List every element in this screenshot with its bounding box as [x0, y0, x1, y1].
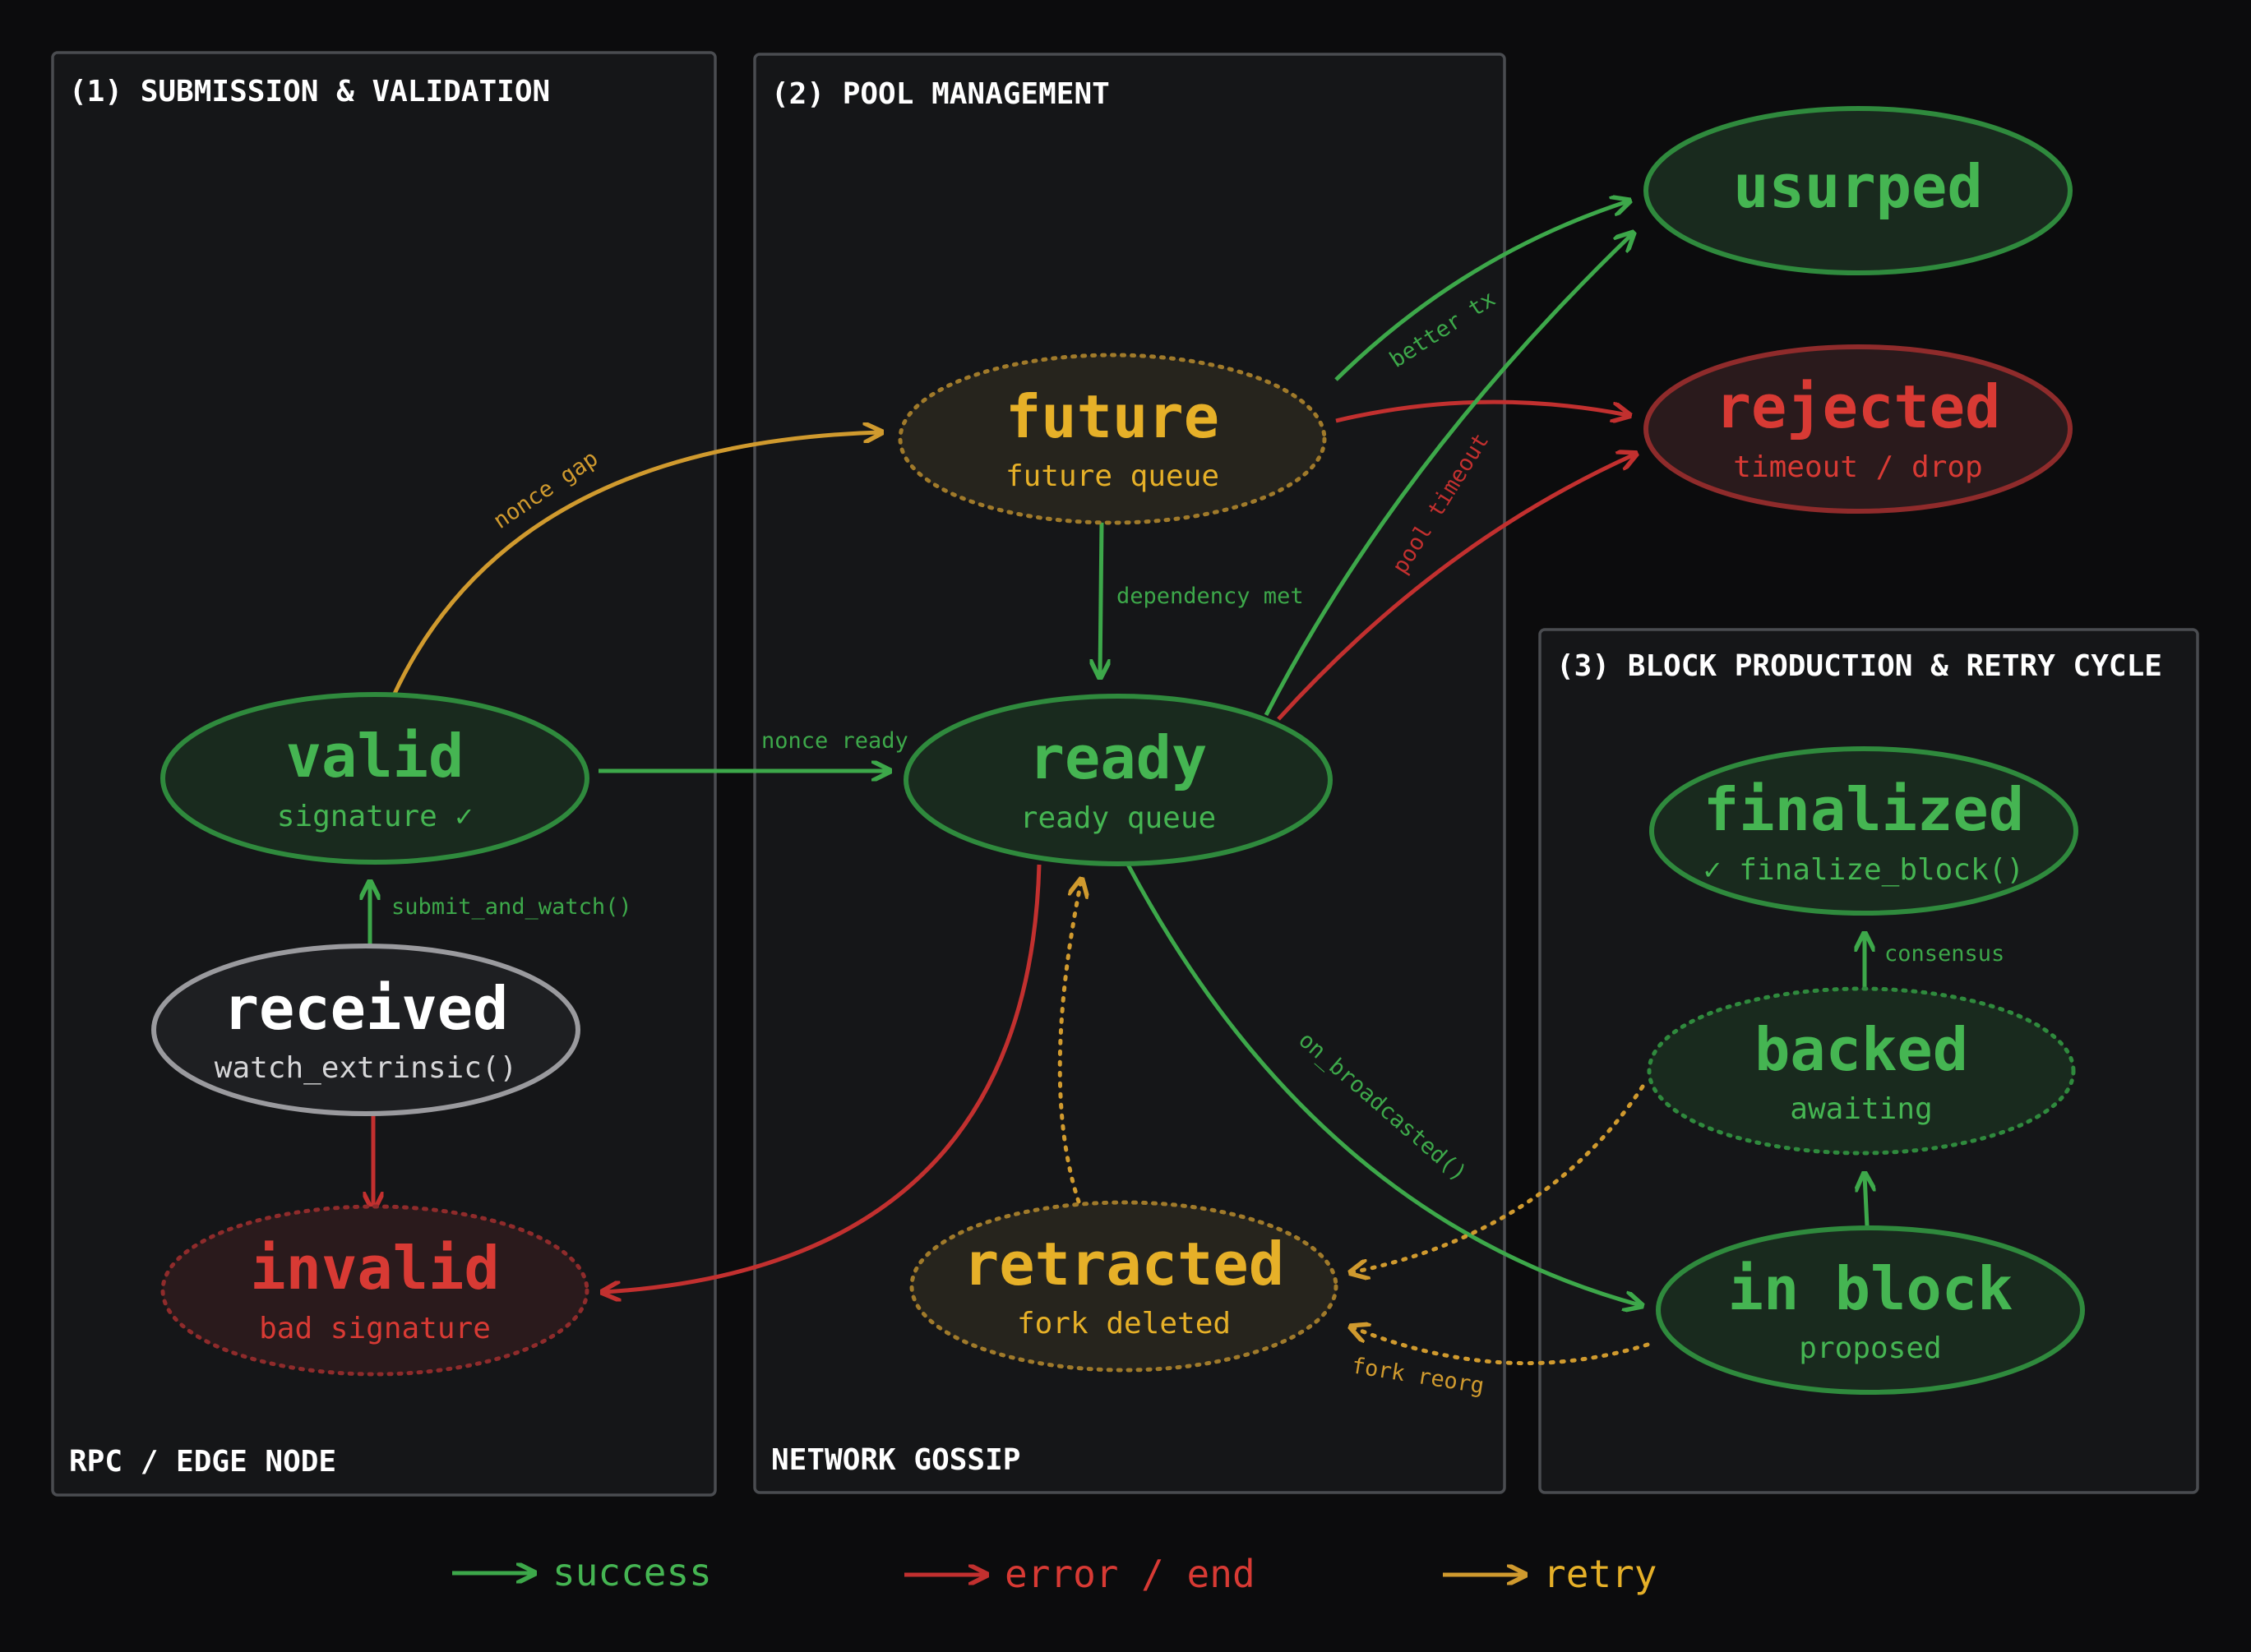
edge-ready-usurped [1264, 234, 1632, 717]
node-invalid-subtitle: bad signature [259, 1312, 491, 1345]
node-retracted: retracted fork deleted [909, 1200, 1338, 1373]
panel-block-title: (3) BLOCK PRODUCTION & RETRY CYCLE [1556, 649, 2162, 683]
legend-retry: retry [1443, 1552, 1657, 1596]
node-received-subtitle: watch_extrinsic() [215, 1051, 517, 1085]
node-retracted-subtitle: fork deleted [1017, 1307, 1231, 1341]
node-backed-subtitle: awaiting [1790, 1092, 1932, 1126]
node-future-title: future [1005, 382, 1219, 451]
edges [370, 201, 1867, 1366]
legend: success error / end retry [452, 1550, 1657, 1596]
node-ready-title: ready [1029, 723, 1208, 792]
node-backed-title: backed [1754, 1015, 1968, 1084]
edge-retracted-ready [1057, 881, 1081, 1204]
node-ready-subtitle: ready queue [1020, 801, 1216, 835]
node-usurped: usurped [1643, 106, 2073, 275]
node-finalized-subtitle: ✓ finalize_block() [1703, 853, 2024, 887]
node-valid-title: valid [286, 722, 465, 791]
legend-error-label: error / end [1005, 1552, 1255, 1596]
node-rejected-title: rejected [1716, 372, 2001, 441]
panel-submission-footer: RPC / EDGE NODE [69, 1445, 336, 1479]
edge-fork-reorg [1352, 1327, 1650, 1366]
node-rejected-subtitle: timeout / drop [1733, 450, 1982, 484]
node-valid-subtitle: signature ✓ [277, 800, 473, 833]
panel-pool-footer: NETWORK GOSSIP [771, 1443, 1020, 1477]
legend-success-label: success [552, 1550, 712, 1594]
node-in-block-title: in block [1728, 1254, 2013, 1323]
node-received-title: received [224, 974, 509, 1043]
label-submit-and-watch: submit_and_watch() [391, 894, 632, 920]
node-invalid: invalid bad signature [160, 1204, 589, 1377]
legend-retry-label: retry [1543, 1552, 1657, 1596]
node-retracted-title: retracted [964, 1230, 1284, 1299]
node-usurped-title: usurped [1733, 152, 1982, 221]
node-in-block-subtitle: proposed [1799, 1331, 1941, 1365]
legend-error: error / end [904, 1552, 1255, 1596]
node-future-subtitle: future queue [1005, 459, 1219, 493]
node-in-block: in block proposed [1656, 1225, 2085, 1395]
legend-success: success [452, 1550, 712, 1594]
edge-backed-retracted [1352, 1084, 1645, 1272]
panel-pool-title: (2) POOL MANAGEMENT [771, 77, 1110, 111]
label-nonce-ready: nonce ready [761, 728, 908, 754]
node-future: future future queue [898, 353, 1327, 525]
edge-nonce-gap [391, 432, 880, 699]
node-valid: valid signature ✓ [160, 692, 589, 865]
node-invalid-title: invalid [250, 1234, 499, 1303]
node-received: received watch_extrinsic() [151, 944, 580, 1116]
node-backed: backed awaiting [1647, 986, 2076, 1156]
panel-submission-title: (1) SUBMISSION & VALIDATION [69, 75, 550, 108]
label-consensus: consensus [1884, 941, 2004, 967]
edge-on-broadcasted [1126, 863, 1640, 1305]
node-rejected: rejected timeout / drop [1643, 344, 2073, 514]
edge-dependency-met [1100, 521, 1102, 676]
node-finalized: finalized ✓ finalize_block() [1649, 746, 2078, 916]
edge-inblock-backed [1865, 1175, 1867, 1227]
edge-future-rejected [1335, 399, 1628, 421]
edge-ready-invalid [604, 864, 1042, 1292]
node-finalized-title: finalized [1703, 775, 2024, 844]
node-ready: ready ready queue [904, 694, 1333, 866]
edge-pool-timeout [1277, 455, 1634, 721]
edge-better-tx [1334, 201, 1628, 381]
label-dependency-met: dependency met [1116, 584, 1304, 609]
